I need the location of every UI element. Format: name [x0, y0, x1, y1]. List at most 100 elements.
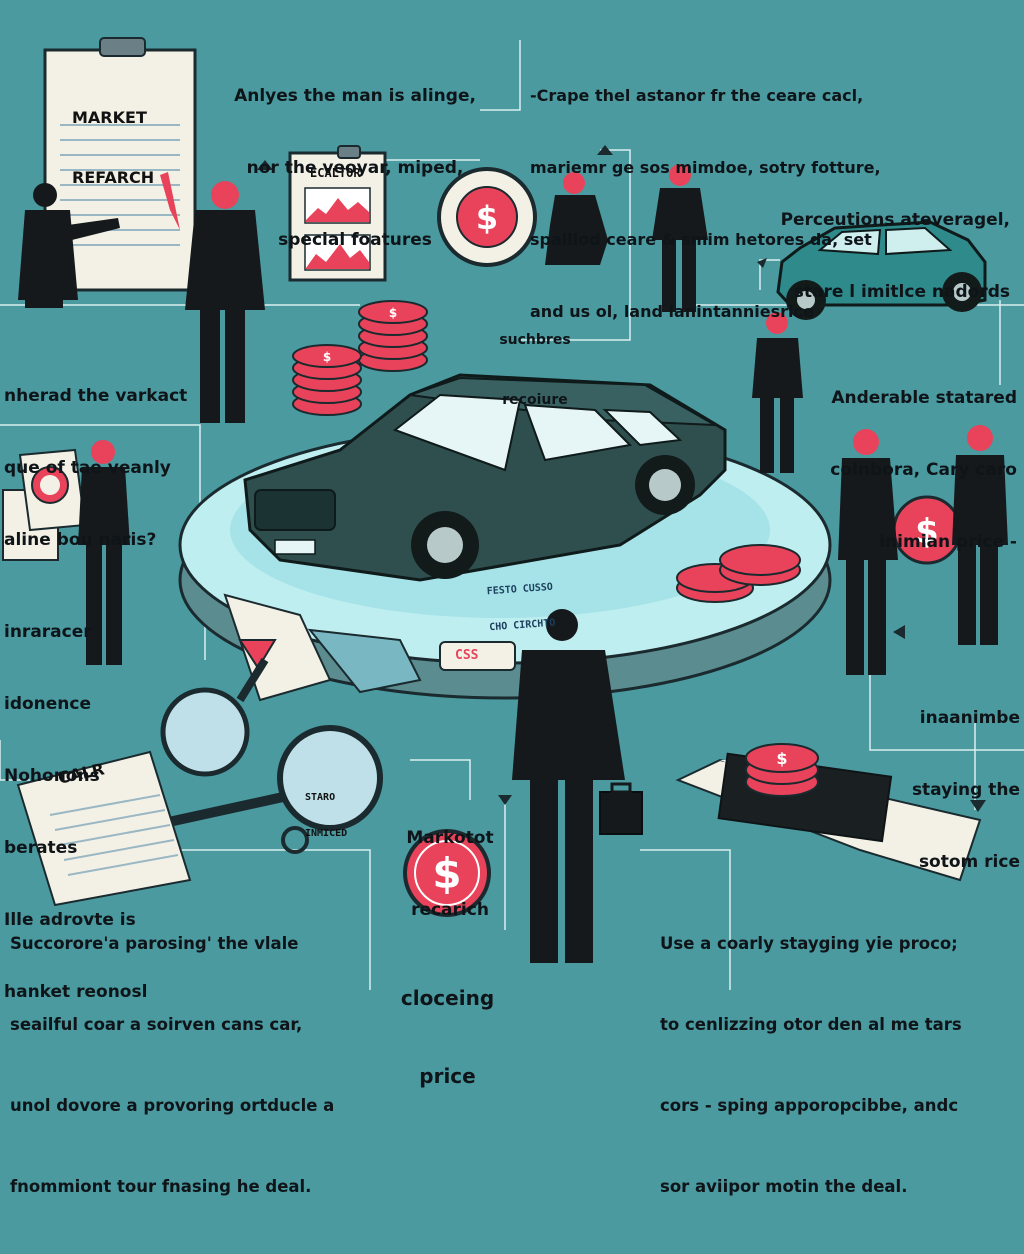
caption-line: que of tae veanly — [4, 458, 171, 478]
caption-line: Succorore'a parosing' the vlale — [10, 934, 299, 953]
arrow-icon — [970, 800, 986, 812]
chart-board — [288, 145, 387, 282]
caption-line: inraracer — [4, 622, 92, 642]
caption-right-middle: Anderable statared colnbora, Cary caro i… — [805, 338, 1017, 602]
dollar-coin-icon: $ — [403, 829, 491, 917]
platform-label-line: CHO CIRCHTO — [488, 617, 556, 634]
magnifier-icon — [160, 657, 269, 777]
arrow-icon — [757, 258, 767, 268]
caption-line: Use a coarly stayging yie proco; — [660, 934, 958, 953]
businessman — [752, 312, 803, 473]
businessman — [952, 425, 1008, 645]
caption-line: hanket reonosl — [4, 982, 148, 1002]
businessman — [545, 172, 608, 265]
caption-line: suchbres — [499, 332, 571, 348]
caption-bottom-left: Succorore'a parosing' the vlale seailful… — [10, 876, 360, 1254]
businessman — [160, 172, 265, 423]
caption-line: recarich — [411, 900, 489, 920]
caption-right-upper: Perceutions ateveragel, stare l imitlce … — [730, 160, 1010, 352]
businessman — [512, 609, 625, 963]
caption-line: berates — [4, 838, 78, 858]
caption-line: -Crape thel astanor fr the ceare cacl, — [530, 86, 864, 105]
coin-stack-icon: $ — [358, 300, 428, 372]
platform-label-line: FESTO CUSSO — [486, 581, 554, 598]
businessmen-group — [18, 164, 1008, 963]
caption-line: cors - sping apporopcibbe, andc — [660, 1096, 959, 1115]
ribbon-decoration — [223, 593, 422, 702]
caption-center-small: suchbres recoiure — [470, 290, 600, 450]
car-icon — [243, 373, 727, 582]
caption-line: inimian price - — [879, 532, 1017, 552]
caption-line: Anderable statared — [831, 388, 1017, 408]
market-research-title-line: REFARCH — [72, 168, 155, 187]
caption-line: seailful coar a soirven cans car, — [10, 1015, 303, 1034]
caption-line: price — [419, 1064, 476, 1088]
caption-line: cloceing — [400, 986, 495, 1010]
caption-center-bottom: Markotot recarich — [385, 778, 515, 970]
chart-board-title: ECALTOR — [310, 166, 361, 180]
caption-left-middle: inraracer idonence Nohonons berates Ille… — [4, 572, 164, 1052]
caption-line: Perceutions ateveragel, — [780, 210, 1010, 230]
caption-line: sor aviipor motin the deal. — [660, 1177, 908, 1196]
certificate-paper — [2, 448, 87, 561]
caption-line: Anlyes the man is alinge, — [234, 86, 476, 106]
caption-top-center: Anlyes the man is alinge, nor the veoyar… — [225, 36, 485, 300]
car-icon — [776, 220, 987, 320]
arrow-icon — [498, 795, 512, 805]
caption-line: Markotot — [406, 828, 494, 848]
svg-text:$: $ — [776, 749, 787, 768]
caption-line: staying the — [911, 780, 1020, 800]
svg-text:$: $ — [323, 350, 331, 364]
coin-tray: $ — [675, 743, 982, 882]
caption-line: spalliod ceare & smim hetores da, set — [530, 230, 872, 249]
businessman — [838, 429, 898, 675]
lens-text-line: INMICED — [305, 828, 348, 839]
price-tag — [439, 641, 516, 671]
magnifier-lens-text: STARO INMICED — [305, 768, 347, 864]
caption-line: special foatures — [278, 230, 432, 250]
platform-label: FESTO CUSSO CHO CIRCHTO — [485, 558, 558, 658]
caption-line: mariemr ge sos mimdoe, sotry fotture, — [530, 158, 881, 177]
dollar-coin-icon: $ — [437, 167, 537, 267]
businessman — [18, 183, 120, 308]
caption-line: sotom rice — [918, 852, 1020, 872]
caption-line: unol dovore a provoring ortducle a — [10, 1096, 335, 1115]
illustration-layer: $ $ $ — [0, 37, 1024, 990]
caption-left-upper: nherad the varkact que of tae veanly ali… — [4, 336, 188, 600]
coin-stack-icon: $ — [292, 344, 362, 416]
coin-stack-icon — [676, 544, 801, 603]
caption-line: inaanimbe — [919, 708, 1020, 728]
caption-bottom-right: Use a coarly stayging yie proco; to cenl… — [660, 876, 1015, 1254]
caption-line: to cenlizzing otor den al me tars — [660, 1015, 962, 1034]
caption-line: Ille adrovte is — [4, 910, 136, 930]
market-research-title: MARKET REFARCH — [72, 68, 154, 228]
market-research-title-line: MARKET — [72, 108, 147, 127]
caption-line: fnommiont tour fnasing he deal. — [10, 1177, 312, 1196]
caption-line: and us ol, land lanintanniesrice — [530, 302, 814, 321]
arrow-icon — [893, 625, 905, 639]
businessman — [652, 164, 708, 312]
caption-line: aline bou naris? — [4, 530, 157, 550]
arrow-icon — [597, 145, 613, 155]
lens-text-line: STARO — [305, 792, 336, 803]
caption-line: idonence — [4, 694, 92, 714]
car-document — [16, 750, 192, 907]
briefcase-icon — [599, 782, 643, 835]
infographic-canvas: $ $ $ — [0, 36, 1024, 1196]
caption-line: nherad the varkact — [4, 386, 188, 406]
caption-line: recoiure — [502, 392, 568, 408]
caption-line: nor the veoyar, miped, — [246, 158, 464, 178]
caption-line: stare l imitlce nadords — [793, 282, 1010, 302]
svg-text:$: $ — [389, 306, 397, 320]
svg-text:$: $ — [432, 849, 461, 898]
arrow-icon — [257, 160, 273, 170]
price-tag-text: CSS — [455, 648, 479, 663]
closing-price-label: cloceing price — [385, 933, 510, 1141]
caption-line: Nohonons — [4, 766, 100, 786]
caption-line: colnbora, Cary caro — [830, 460, 1017, 480]
svg-text:$: $ — [915, 512, 939, 552]
svg-text:$: $ — [476, 199, 498, 237]
magnifier-icon — [153, 725, 383, 854]
caption-right-lower: inaanimbe staying the sotom rice — [885, 658, 1020, 922]
businessman — [78, 440, 130, 665]
